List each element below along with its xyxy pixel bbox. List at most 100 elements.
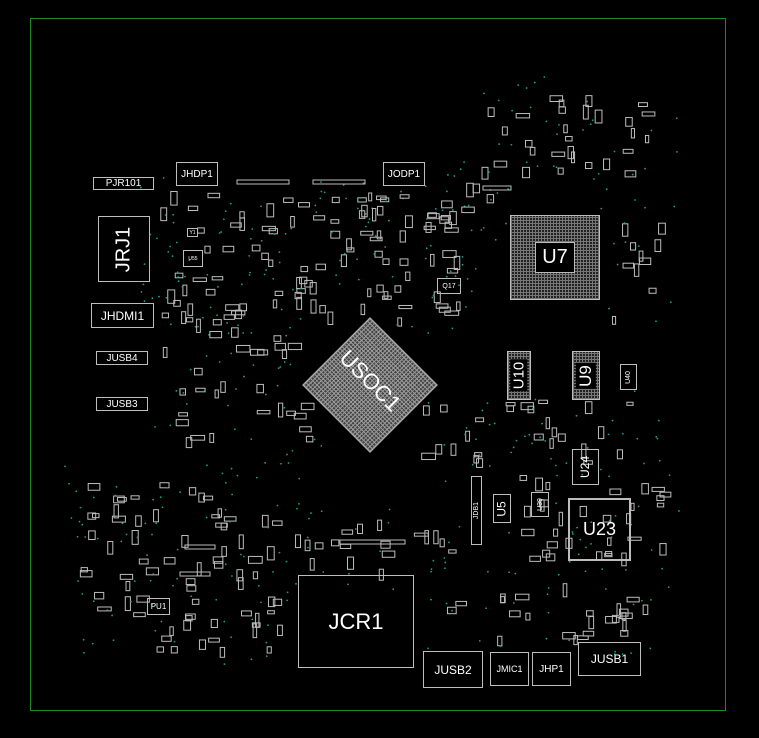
passive-component bbox=[261, 252, 269, 260]
component-u9[interactable]: U9 bbox=[572, 351, 600, 400]
passive-component bbox=[135, 515, 142, 527]
passive-component bbox=[239, 303, 248, 312]
test-point bbox=[493, 422, 496, 425]
passive-component bbox=[581, 443, 587, 458]
test-point bbox=[621, 432, 624, 435]
component-jusb1[interactable]: JUSB1 bbox=[578, 642, 641, 676]
passive-component bbox=[208, 637, 220, 643]
passive-component bbox=[286, 410, 296, 416]
passive-component bbox=[605, 550, 613, 556]
component-u24[interactable]: U24 bbox=[572, 449, 599, 485]
component-jusb4[interactable]: JUSB4 bbox=[96, 351, 148, 365]
passive-component bbox=[268, 228, 278, 235]
test-point bbox=[443, 557, 446, 559]
passive-component bbox=[399, 258, 409, 266]
component-label: JUSB4 bbox=[106, 352, 138, 364]
passive-component bbox=[221, 546, 227, 557]
passive-component bbox=[500, 593, 506, 604]
component-pu1[interactable]: PU1 bbox=[147, 598, 170, 615]
test-point bbox=[392, 588, 395, 591]
test-point bbox=[223, 620, 226, 623]
component-jmic1[interactable]: JMIC1 bbox=[490, 652, 529, 686]
test-point bbox=[92, 600, 95, 603]
test-point bbox=[511, 109, 514, 112]
test-point bbox=[396, 323, 399, 326]
component-jdb1[interactable]: JDB1 bbox=[471, 476, 482, 545]
test-point bbox=[285, 334, 288, 337]
test-point bbox=[463, 161, 465, 164]
component-u5[interactable]: U5 bbox=[493, 494, 511, 523]
passive-component bbox=[549, 438, 554, 449]
test-point bbox=[296, 507, 298, 510]
component-jrj1[interactable]: JRJ1 bbox=[98, 216, 150, 282]
passive-component bbox=[156, 646, 164, 653]
passive-component bbox=[281, 349, 288, 359]
component-jusb3[interactable]: JUSB3 bbox=[96, 397, 148, 411]
component-label: JUSB2 bbox=[434, 662, 472, 677]
test-point bbox=[91, 642, 94, 645]
passive-component bbox=[191, 598, 200, 605]
passive-component bbox=[630, 128, 636, 139]
test-point bbox=[323, 191, 326, 194]
passive-component bbox=[346, 556, 355, 570]
test-point bbox=[154, 425, 156, 428]
component-u23[interactable]: U23 bbox=[568, 498, 631, 561]
test-point bbox=[64, 465, 66, 468]
test-point bbox=[250, 658, 253, 661]
passive-component bbox=[427, 212, 437, 218]
test-point bbox=[458, 525, 461, 528]
test-point bbox=[152, 498, 155, 501]
test-point bbox=[357, 278, 360, 281]
component-jhdmi1[interactable]: JHDMI1 bbox=[91, 303, 154, 328]
passive-component bbox=[299, 276, 308, 285]
test-point bbox=[120, 540, 123, 543]
passive-component bbox=[425, 221, 432, 233]
test-point bbox=[283, 406, 286, 409]
passive-component bbox=[509, 610, 521, 618]
test-point bbox=[586, 100, 589, 103]
test-point bbox=[158, 295, 160, 298]
component-u10[interactable]: U10 bbox=[507, 351, 531, 400]
test-point bbox=[140, 290, 143, 293]
test-point bbox=[218, 232, 221, 234]
test-point bbox=[424, 185, 427, 188]
test-point bbox=[607, 433, 610, 436]
component-u39[interactable]: U39 bbox=[531, 492, 549, 517]
test-point bbox=[220, 231, 223, 233]
test-point bbox=[624, 241, 627, 244]
passive-component bbox=[563, 124, 568, 134]
component-jhp1[interactable]: JHP1 bbox=[532, 652, 571, 686]
test-point bbox=[643, 462, 645, 465]
component-pjr101[interactable]: PJR101 bbox=[93, 177, 154, 190]
component-q17[interactable]: Q17 bbox=[437, 278, 461, 294]
component-u55[interactable]: U55 bbox=[183, 250, 203, 267]
connector-footprint bbox=[184, 544, 216, 550]
component-jusb2[interactable]: JUSB2 bbox=[423, 651, 483, 688]
component-jodp1[interactable]: JODP1 bbox=[383, 162, 425, 186]
test-point bbox=[545, 637, 548, 640]
test-point bbox=[320, 181, 322, 183]
component-jcr1[interactable]: JCR1 bbox=[298, 575, 414, 668]
passive-component bbox=[520, 402, 534, 411]
passive-component bbox=[181, 311, 187, 325]
test-point bbox=[591, 119, 594, 122]
component-u7[interactable]: U7 bbox=[510, 215, 600, 300]
test-point bbox=[339, 259, 341, 262]
passive-component bbox=[594, 109, 603, 124]
test-point bbox=[582, 129, 584, 131]
passive-component bbox=[130, 495, 140, 500]
test-point bbox=[547, 587, 550, 589]
component-u40[interactable]: U40 bbox=[620, 364, 637, 390]
test-point bbox=[451, 209, 454, 211]
component-jhdp1[interactable]: JHDP1 bbox=[176, 162, 218, 186]
test-point bbox=[155, 522, 158, 525]
test-point bbox=[656, 437, 659, 440]
test-point bbox=[165, 296, 168, 299]
test-point bbox=[189, 368, 192, 371]
passive-component bbox=[583, 460, 593, 465]
test-point bbox=[589, 123, 592, 126]
passive-component bbox=[519, 475, 528, 481]
passive-component bbox=[205, 288, 216, 296]
passive-component bbox=[256, 410, 271, 415]
component-y1[interactable]: Y1 bbox=[187, 228, 198, 237]
